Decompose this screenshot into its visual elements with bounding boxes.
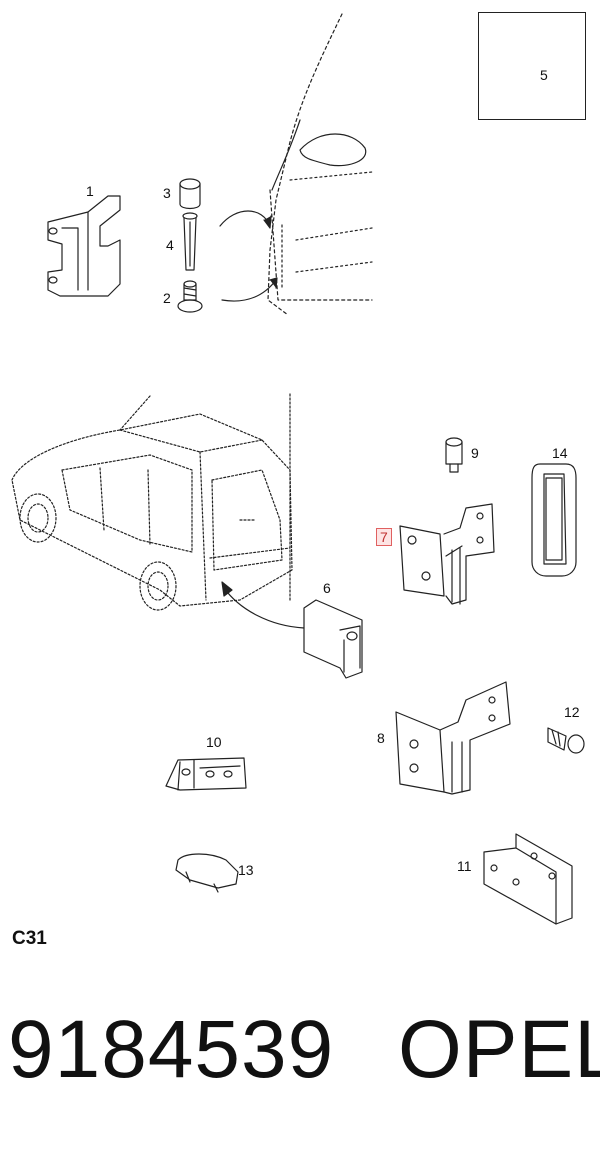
callout-7: 7 (376, 528, 392, 546)
callout-9: 9 (471, 445, 479, 461)
callout-2: 2 (163, 290, 171, 306)
part-7-hinge (399, 503, 495, 605)
part-8-hinge (395, 681, 511, 795)
part-13-cover (175, 853, 239, 893)
part-10-plate (165, 757, 247, 791)
callout-5: 5 (540, 67, 548, 83)
part-number: 9184539 (8, 1004, 335, 1095)
part-3-cap (179, 178, 201, 210)
part-14-seal (531, 463, 577, 577)
part-1-hinge-bracket (47, 195, 121, 297)
callout-12: 12 (564, 704, 580, 720)
info-icon-box (478, 12, 586, 120)
brand-name: OPEL (398, 1004, 600, 1095)
part-4-pin (182, 212, 198, 271)
part-9-cap (445, 437, 463, 473)
callout-3: 3 (163, 185, 171, 201)
assembly-arrows-top (219, 210, 278, 302)
callout-10: 10 (206, 734, 222, 750)
callout-8: 8 (377, 730, 385, 746)
callout-13: 13 (238, 862, 254, 878)
section-code: C31 (12, 928, 47, 949)
assembly-arrow-middle (221, 581, 305, 629)
callout-11: 11 (457, 858, 472, 874)
callout-4: 4 (166, 237, 174, 253)
part-6-hinge-leaf (303, 599, 363, 679)
parts-diagram: 1 2 3 4 5 6 7 8 9 10 11 12 13 14 (11, 12, 586, 925)
van-rear-illustration (11, 393, 293, 611)
part-12-bolt (547, 727, 585, 754)
part-11-bracket (483, 833, 573, 925)
callout-6: 6 (323, 580, 331, 596)
part-2-bolt (177, 280, 203, 313)
van-door-illustration (267, 13, 373, 316)
callout-14: 14 (552, 445, 568, 461)
callout-1: 1 (86, 183, 94, 199)
